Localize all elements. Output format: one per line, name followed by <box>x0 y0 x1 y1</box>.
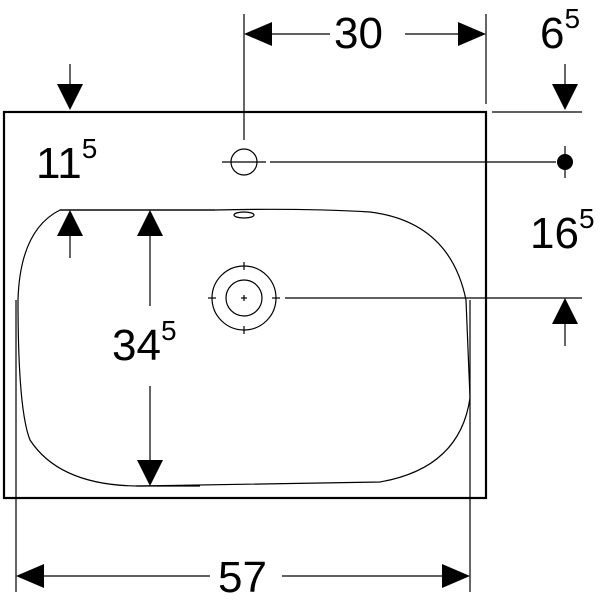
tap-hole <box>222 148 266 176</box>
arrow-top-left-down <box>57 84 83 110</box>
dim-6-5-label: 65 <box>540 3 580 58</box>
dim-34-5-label: 345 <box>112 315 177 370</box>
arrow-34-5-down <box>137 460 163 486</box>
dim-57-label: 57 <box>218 553 267 600</box>
bowl-outline <box>17 208 471 487</box>
arrow-30-left <box>244 22 272 46</box>
arrow-30-right <box>458 22 486 46</box>
basin-outline <box>2 110 488 500</box>
dim-16-5-label: 165 <box>530 203 595 258</box>
arrow-57-left <box>16 564 44 588</box>
dim-11-5-label: 115 <box>36 133 97 188</box>
overflow-slot <box>233 211 255 219</box>
arrow-11-5-up <box>57 210 83 236</box>
arrow-57-right <box>442 564 470 588</box>
arrow-6-5-down <box>552 84 578 110</box>
dim-30-label: 30 <box>334 9 383 58</box>
drain <box>208 262 280 334</box>
arrow-16-5-up <box>552 298 578 324</box>
arrow-34-5-up <box>137 210 163 236</box>
